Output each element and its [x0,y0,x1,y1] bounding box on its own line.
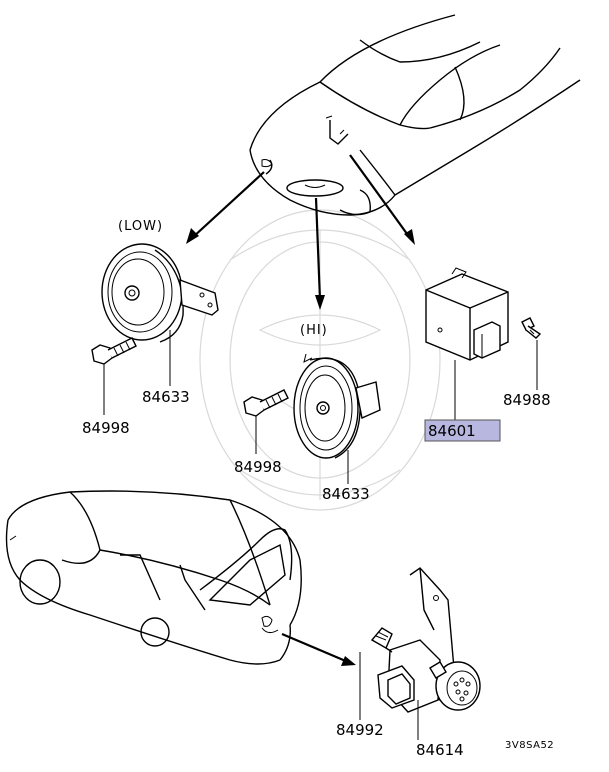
part-number-bulb[interactable]: 84992 [336,721,384,739]
diagram-code: 3V8SA52 [505,740,554,751]
bulb[interactable] [359,627,393,720]
horn-low[interactable] [101,243,219,386]
front-arrows [186,154,415,310]
watermark-emblem [199,209,441,511]
horn-hi[interactable] [293,353,381,484]
relay-highlight [424,419,501,442]
hi-horn-label: (HI) [300,323,328,338]
part-number-relay[interactable]: 84601 [428,422,476,440]
car-rear-view [5,490,302,665]
part-number-bolt-hi[interactable]: 84998 [234,458,282,476]
car-front-view [249,14,581,216]
bolt-hi[interactable] [243,389,289,454]
part-number-horn-low[interactable]: 84633 [142,388,190,406]
lamp-socket-assembly[interactable] [377,567,481,740]
low-horn-label: (LOW) [118,219,163,234]
bolt-low[interactable] [91,337,137,415]
part-number-bolt-low[interactable]: 84998 [82,419,130,437]
rear-arrow [281,632,356,666]
part-number-screw[interactable]: 84988 [503,391,551,409]
screw[interactable] [521,317,542,390]
part-number-lamp-socket[interactable]: 84614 [416,741,464,759]
part-number-horn-hi[interactable]: 84633 [322,485,370,503]
horn-relay[interactable] [425,267,509,420]
